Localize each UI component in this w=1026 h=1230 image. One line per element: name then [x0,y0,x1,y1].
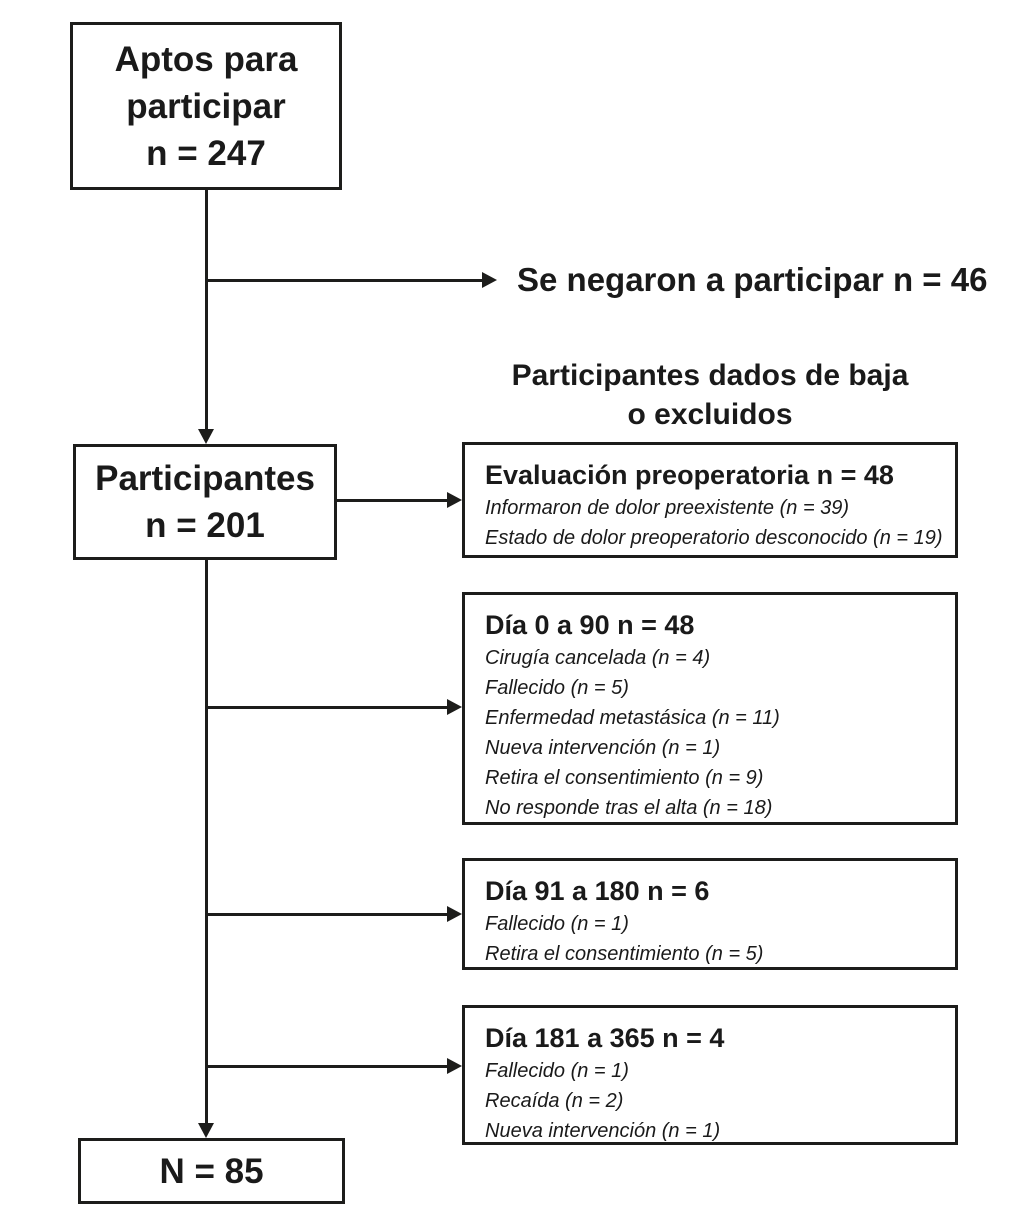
exclusion-box-title: Día 0 a 90 n = 48 [485,610,695,640]
connector-eligible-to-participants [205,190,208,430]
connector-participants-to-final [205,560,208,1124]
arrowhead-right-preop [447,492,462,508]
exclusion-item: Informaron de dolor preexistente (n = 39… [485,497,850,519]
dropout-header: Participantes dados de baja o excluidos [511,359,909,431]
exclusion-box-preoperative: Evaluación preoperatoria n = 48 Informar… [462,442,958,558]
exclusion-item: Fallecido (n = 5) [485,677,629,699]
arrowhead-right-day181-365 [447,1058,462,1074]
eligible-box-text: Aptos para participar n = 247 [114,39,298,173]
exclusion-item: Fallecido (n = 1) [485,913,629,935]
arrowhead-down-participants [198,429,214,444]
exclusion-item: Enfermedad metastásica (n = 11) [485,707,780,729]
exclusion-item: Nueva intervención (n = 1) [485,1120,721,1142]
connector-preop-exclusions [337,499,447,502]
eligible-box: Aptos para participar n = 247 [70,22,342,190]
arrowhead-right-day0-90 [447,699,462,715]
connector-refused [206,279,482,282]
exclusion-item: Retira el consentimiento (n = 9) [485,767,764,789]
exclusion-item: Recaída (n = 2) [485,1090,624,1112]
exclusion-item: Fallecido (n = 1) [485,1060,629,1082]
exclusion-item: Nueva intervención (n = 1) [485,737,721,759]
arrowhead-right-refused [482,272,497,288]
final-box: N = 85 [78,1138,345,1204]
exclusion-item: Estado de dolor preoperatorio desconocid… [485,527,943,549]
participants-box: Participantes n = 201 [73,444,337,560]
exclusion-box-title: Día 181 a 365 n = 4 [485,1023,725,1053]
exclusion-box-day91-180: Día 91 a 180 n = 6 Fallecido (n = 1) Ret… [462,858,958,970]
exclusion-box-title: Evaluación preoperatoria n = 48 [485,460,894,490]
exclusion-box-day181-365: Día 181 a 365 n = 4 Fallecido (n = 1) Re… [462,1005,958,1145]
exclusion-box-day0-90: Día 0 a 90 n = 48 Cirugía cancelada (n =… [462,592,958,825]
connector-day91-180 [206,913,447,916]
final-box-text: N = 85 [159,1151,264,1191]
refused-label: Se negaron a participar n = 46 [517,261,988,298]
exclusion-item: Retira el consentimiento (n = 5) [485,943,764,965]
connector-day0-90 [206,706,447,709]
arrowhead-right-day91-180 [447,906,462,922]
exclusion-item: No responde tras el alta (n = 18) [485,797,773,819]
exclusion-item: Cirugía cancelada (n = 4) [485,647,711,669]
participants-box-text: Participantes n = 201 [95,459,315,545]
arrowhead-down-final [198,1123,214,1138]
exclusion-box-title: Día 91 a 180 n = 6 [485,876,710,906]
connector-day181-365 [206,1065,447,1068]
